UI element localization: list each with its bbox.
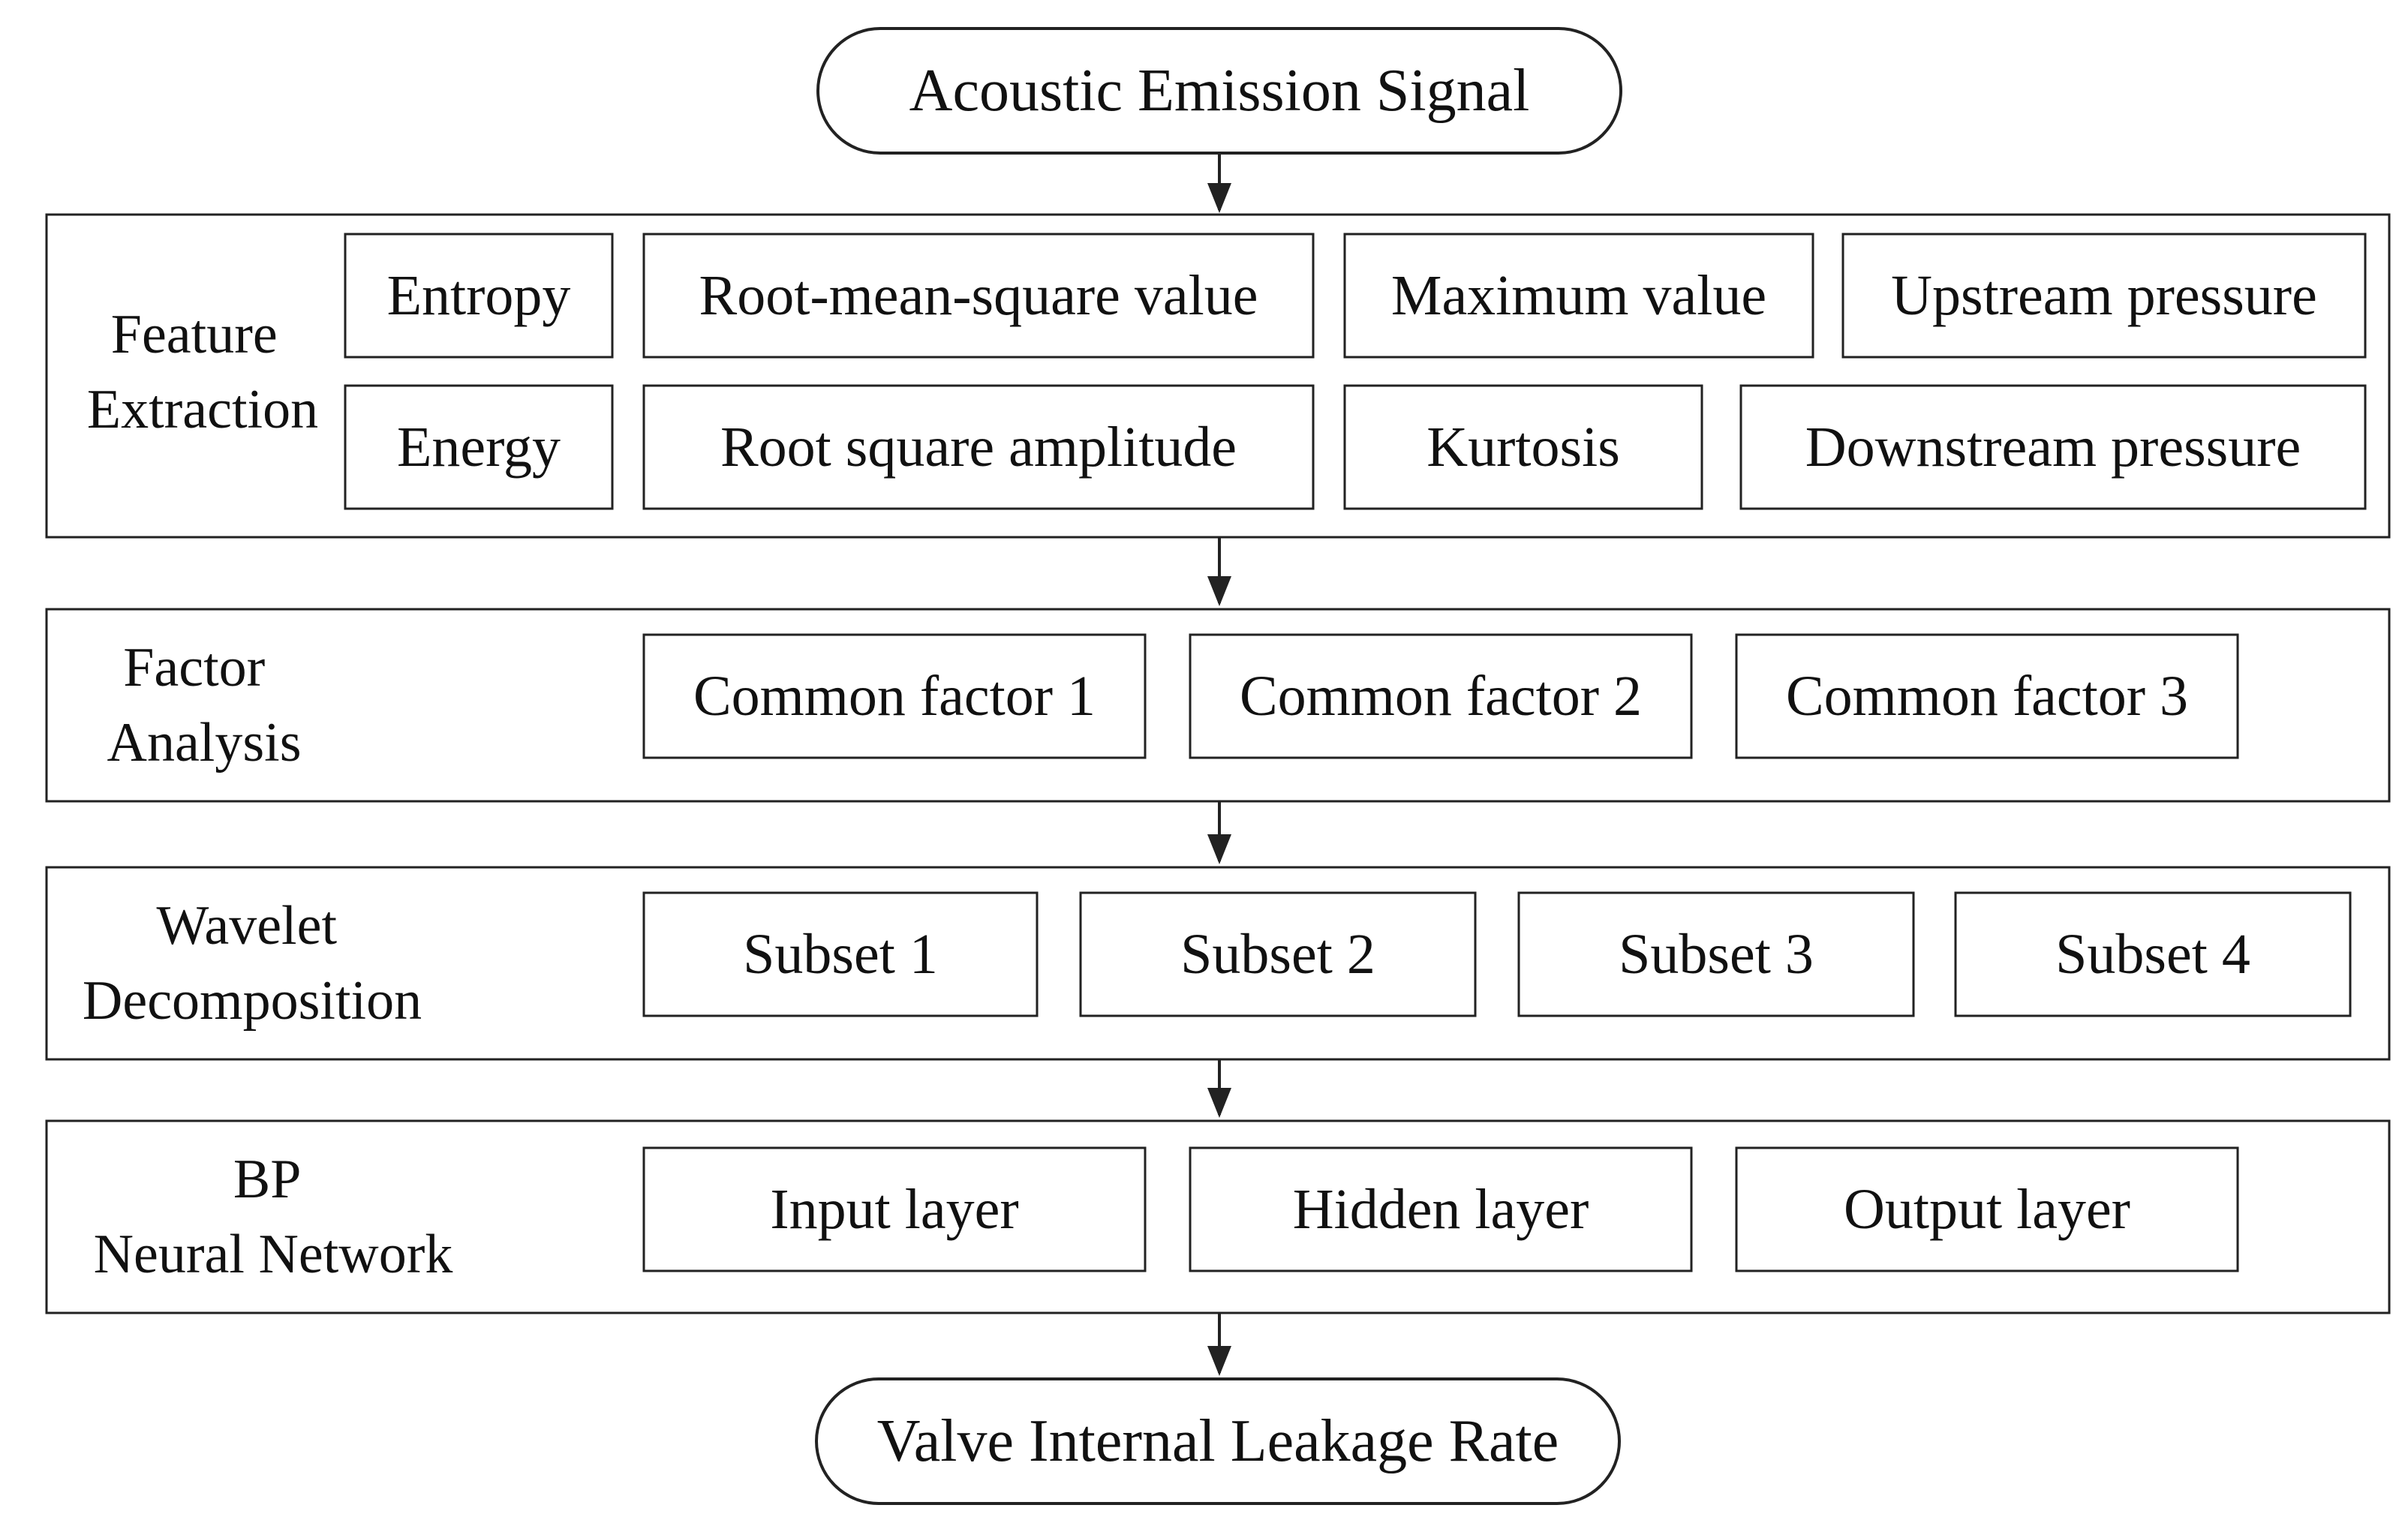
stage-feature-extraction-label-line1: Feature [111, 304, 278, 365]
end-terminal: Valve Internal Leakage Rate [815, 1377, 1621, 1505]
svg-text:Hidden layer: Hidden layer [1293, 1178, 1589, 1241]
stage-bp-neural-network-label-line1: BP [233, 1149, 299, 1210]
stage-bp-neural-network-label: BP Neural Network [94, 1149, 453, 1285]
stage-feature-extraction-label-line2: Extraction [87, 379, 318, 440]
svg-text:Energy: Energy [397, 416, 561, 479]
factor-item-common-factor-1: Common factor 1 [642, 633, 1147, 759]
wavelet-item-subset-3: Subset 3 [1517, 891, 1915, 1017]
feature-item-energy: Energy [344, 384, 614, 510]
feature-item-maximum-value: Maximum value [1343, 233, 1814, 359]
svg-text:Common factor 2: Common factor 2 [1240, 665, 1642, 728]
feature-item-kurtosis: Kurtosis [1343, 384, 1703, 510]
wavelet-item-subset-1: Subset 1 [642, 891, 1039, 1017]
stage-wavelet-decomposition: Wavelet Decomposition Subset 1 Subset 2 … [45, 866, 2391, 1061]
svg-text:Input layer: Input layer [770, 1178, 1018, 1241]
arrow-factor-to-wavelet [1207, 801, 1231, 864]
svg-text:Root-mean-square value: Root-mean-square value [699, 264, 1258, 327]
arrow-start-to-feature [1207, 153, 1231, 213]
stage-factor-analysis-label-line2: Analysis [107, 712, 302, 774]
svg-text:Subset 4: Subset 4 [2055, 923, 2250, 986]
stage-factor-analysis: Factor Analysis Common factor 1 Common f… [45, 608, 2391, 803]
svg-text:Common factor 1: Common factor 1 [693, 665, 1096, 728]
start-terminal-label: Acoustic Emission Signal [909, 58, 1530, 124]
svg-text:Maximum value: Maximum value [1391, 264, 1766, 327]
bp-item-hidden-layer: Hidden layer [1189, 1146, 1693, 1272]
start-terminal: Acoustic Emission Signal [816, 27, 1622, 155]
svg-text:Kurtosis: Kurtosis [1426, 416, 1620, 479]
svg-text:Downstream pressure: Downstream pressure [1805, 416, 2301, 479]
stage-bp-neural-network: BP Neural Network Input layer Hidden lay… [45, 1119, 2391, 1314]
arrow-bp-to-end [1207, 1313, 1231, 1376]
svg-text:Output layer: Output layer [1844, 1178, 2130, 1241]
bp-item-input-layer: Input layer [642, 1146, 1147, 1272]
wavelet-item-subset-2: Subset 2 [1079, 891, 1477, 1017]
stage-wavelet-decomposition-label-line1: Wavelet [156, 895, 337, 957]
factor-item-common-factor-3: Common factor 3 [1735, 633, 2239, 759]
bp-item-output-layer: Output layer [1735, 1146, 2239, 1272]
svg-text:Subset 2: Subset 2 [1180, 923, 1375, 986]
stage-factor-analysis-label: Factor Analysis [107, 637, 302, 774]
svg-text:Common factor 3: Common factor 3 [1786, 665, 2188, 728]
svg-text:Subset 3: Subset 3 [1619, 923, 1814, 986]
stage-feature-extraction: Feature Extraction Entropy Root-mean-squ… [45, 213, 2391, 539]
arrow-wavelet-to-bp [1207, 1059, 1231, 1118]
end-terminal-shape [815, 1377, 1621, 1505]
stage-feature-extraction-label: Feature Extraction [87, 304, 318, 440]
feature-item-downstream-pressure: Downstream pressure [1739, 384, 2367, 510]
stage-bp-neural-network-label-line2: Neural Network [94, 1224, 453, 1285]
stage-wavelet-decomposition-label: Wavelet Decomposition [83, 895, 422, 1032]
factor-item-common-factor-2: Common factor 2 [1189, 633, 1693, 759]
svg-text:Upstream pressure: Upstream pressure [1891, 264, 2317, 327]
wavelet-item-subset-4: Subset 4 [1954, 891, 2352, 1017]
stage-factor-analysis-label-line1: Factor [123, 637, 265, 698]
svg-text:Subset 1: Subset 1 [743, 923, 938, 986]
svg-text:Root square amplitude: Root square amplitude [720, 416, 1237, 479]
arrow-feature-to-factor [1207, 537, 1231, 606]
feature-item-upstream-pressure: Upstream pressure [1841, 233, 2367, 359]
stage-wavelet-decomposition-label-line2: Decomposition [83, 970, 422, 1032]
feature-item-root-mean-square-value: Root-mean-square value [642, 233, 1315, 359]
feature-item-entropy: Entropy [344, 233, 614, 359]
svg-text:Entropy: Entropy [387, 264, 571, 327]
feature-item-root-square-amplitude: Root square amplitude [642, 384, 1315, 510]
end-terminal-label: Valve Internal Leakage Rate [877, 1408, 1559, 1474]
